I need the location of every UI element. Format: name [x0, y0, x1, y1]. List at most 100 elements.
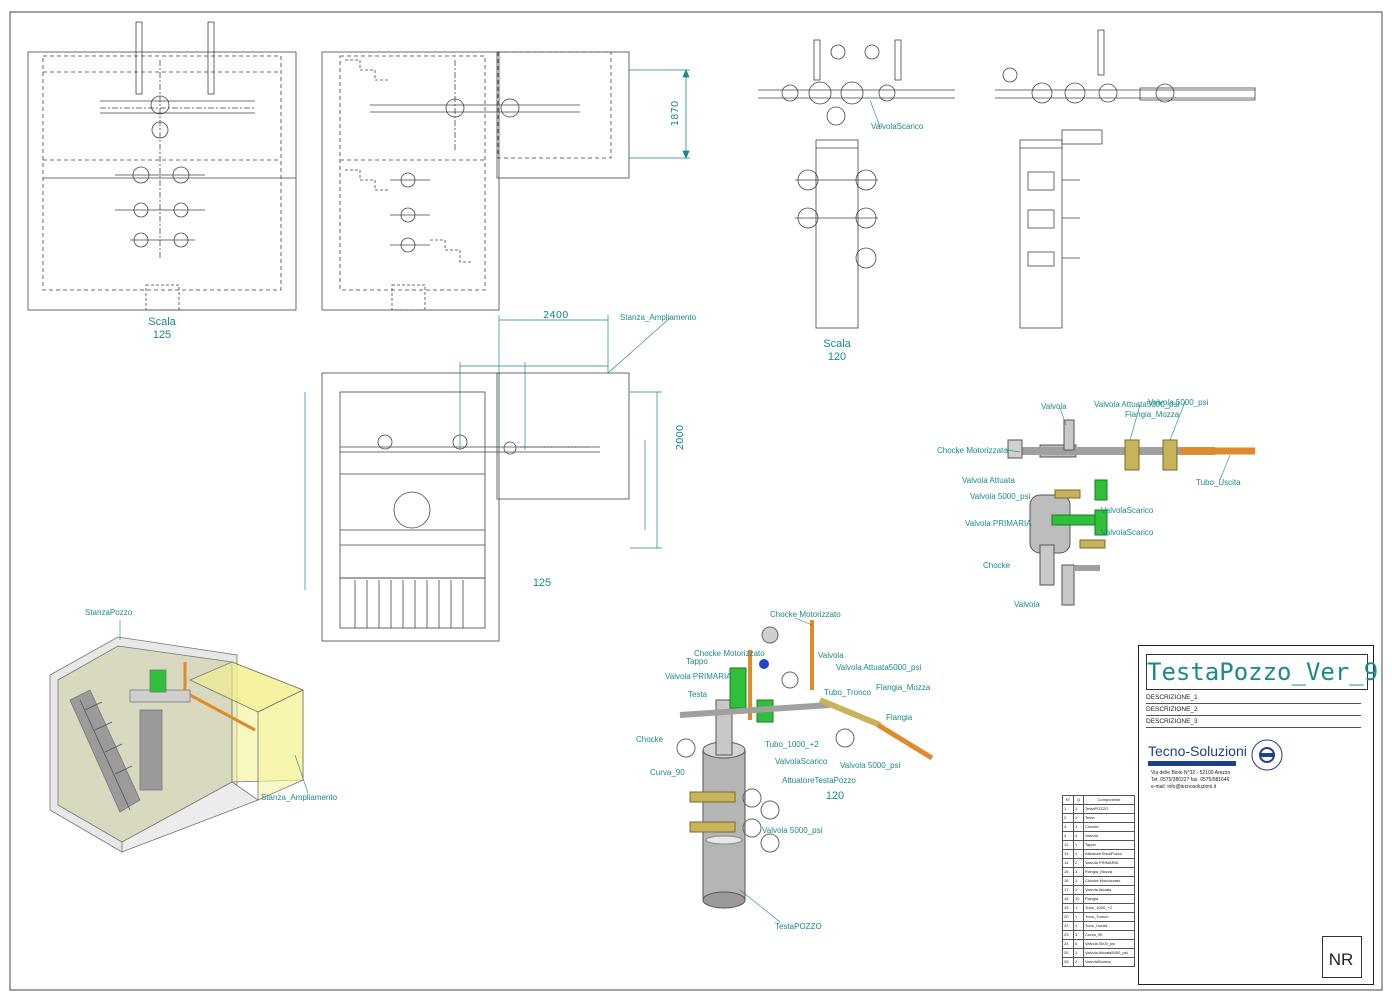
bom-cell-qty: 1: [1073, 822, 1084, 832]
scale-label-plan: 125: [532, 577, 552, 589]
label-valvola-scarico-iso: ValvolaScarico: [775, 757, 828, 766]
drawing-title: TestaPozzo_Ver_9: [1146, 654, 1378, 690]
sheet-border: [9, 11, 1383, 991]
title-block: [1138, 645, 1374, 985]
bom-cell-number: 24: [1062, 939, 1074, 949]
bom-cell-component: AttuatoreTestaPozzo: [1083, 849, 1135, 859]
company-logo-icon: [1251, 739, 1283, 771]
bom-cell-number: 20: [1062, 912, 1074, 922]
label-valvola-scarico-right-1: ValvolaScarico: [1101, 506, 1154, 515]
bom-cell-qty: 1: [1073, 849, 1084, 859]
bom-cell-number: 14: [1062, 858, 1074, 868]
label-chocke-motorizzato-right: Chocke Motorizzato: [937, 446, 1008, 455]
label-chocke-motorizzato-iso-1: Chocke Motorizzato: [770, 610, 841, 619]
label-chocke-right: Chocke: [983, 561, 1011, 570]
bom-cell-number: 13: [1062, 849, 1074, 859]
bom-cell-component: TestaPOZZO: [1083, 804, 1135, 814]
label-valvola-scarico-right-2: ValvolaScarico: [1101, 528, 1154, 537]
bom-cell-component: Tubo_Tronco: [1083, 912, 1135, 922]
label-flangia-iso: Flangia: [886, 713, 913, 722]
description-2: DESCRIZIONE_2: [1146, 704, 1361, 716]
bom-cell-component: Valvola PRIMARIA: [1083, 858, 1135, 868]
label-attuatore-iso: AttuatoreTestaPozzo: [782, 776, 856, 785]
bom-cell-component: Valvola Attuata: [1083, 885, 1135, 895]
view-plan-left: [27, 21, 297, 311]
label-valvola-right-top: Valvola: [1041, 402, 1067, 411]
bom-cell-component: Valvola Attuata5000_psi: [1083, 948, 1135, 958]
bom-cell-number: 16: [1062, 876, 1074, 886]
bom-cell-component: Curva_90: [1083, 930, 1135, 940]
bom-cell-qty: 1: [1073, 804, 1084, 814]
bom-cell-component: Testa: [1083, 813, 1135, 823]
scale-label-right: Scala 120: [823, 338, 851, 363]
assembly-isometric-center: [676, 620, 934, 909]
revision-box: [1322, 936, 1362, 978]
scale-label-left: Scala 125: [148, 316, 176, 341]
label-valvola-attuata-right: Valvola Attuata: [962, 476, 1015, 485]
bom-cell-number: 18: [1062, 894, 1074, 904]
label-valvola5000-iso: Valvola 5000_psi: [840, 761, 901, 770]
label-flangia-mozza-right: Flangia_Mozza: [1125, 410, 1180, 419]
company-name: Tecno-Soluzioni: [1148, 743, 1247, 759]
bom-cell-qty: 3: [1073, 930, 1084, 940]
description-1: DESCRIZIONE_1: [1146, 692, 1361, 704]
bom-cell-number: 15: [1062, 867, 1074, 877]
label-valvola-right-bottom: Valvola: [1014, 600, 1040, 609]
bom-cell-qty: 1: [1073, 912, 1084, 922]
bom-header-component: Componente: [1083, 795, 1135, 805]
bom-cell-qty: 1: [1073, 948, 1084, 958]
bom-cell-component: Flangia_Mozza: [1083, 867, 1135, 877]
view-plan-center: [321, 372, 630, 642]
bom-cell-qty: 1: [1073, 885, 1084, 895]
bom-cell-component: Tappo: [1083, 840, 1135, 850]
label-testa-iso: Testa: [688, 690, 708, 699]
label-curva90-iso: Curva_90: [650, 768, 685, 777]
bom-cell-component: Chocke: [1083, 822, 1135, 832]
bom-cell-number: 2: [1062, 813, 1074, 823]
bom-cell-component: Tubo_1000_+2: [1083, 903, 1135, 913]
label-valvola-attuata5000-right: Valvola Attuata5000_psi: [1094, 400, 1180, 409]
bom-cell-number: 23: [1062, 930, 1074, 940]
label-valvola5000-right: Valvola 5000_psi: [1148, 398, 1209, 407]
label-stanza-ampliamento-bottom: Stanza_Ampliamento: [261, 793, 338, 802]
dimension-1870: 1870: [670, 100, 682, 127]
bom-cell-number: 1: [1062, 804, 1074, 814]
label-valvola5000-right-2: Valvola 5000_psi: [970, 492, 1031, 501]
bom-cell-component: ValvolaScarico: [1083, 957, 1135, 967]
bom-cell-component: Flangia: [1083, 894, 1135, 904]
label-flangia-mozza-iso: Flangia_Mozza: [876, 683, 931, 692]
label-valvola-scarico-top: ValvolaScarico: [871, 122, 924, 131]
bom-cell-qty: 6: [1073, 939, 1084, 949]
bom-cell-number: 25: [1062, 948, 1074, 958]
bom-cell-qty: 2: [1073, 957, 1084, 967]
bom-cell-qty: 1: [1073, 921, 1084, 931]
label-chocke-iso: Chocke: [636, 735, 664, 744]
bom-cell-qty: 4: [1073, 831, 1084, 841]
label-chocke-motorizzato-iso-2: Chocke Motorizzato: [694, 649, 765, 658]
company-phone: Tel. 0575/380227 fax. 0575/981646: [1151, 777, 1230, 783]
company-email: e-mail: info@tecnosoluzioni.it: [1151, 784, 1217, 790]
bom-cell-qty: 1: [1073, 876, 1084, 886]
dimension-1870-line: [629, 68, 690, 160]
label-valvola5000-iso-2: Valvola 5000_psi: [762, 826, 823, 835]
bom-cell-component: Valvola 5000_psi: [1083, 939, 1135, 949]
bom-cell-qty: 1: [1073, 903, 1084, 913]
bom-cell-qty: 2: [1073, 858, 1084, 868]
